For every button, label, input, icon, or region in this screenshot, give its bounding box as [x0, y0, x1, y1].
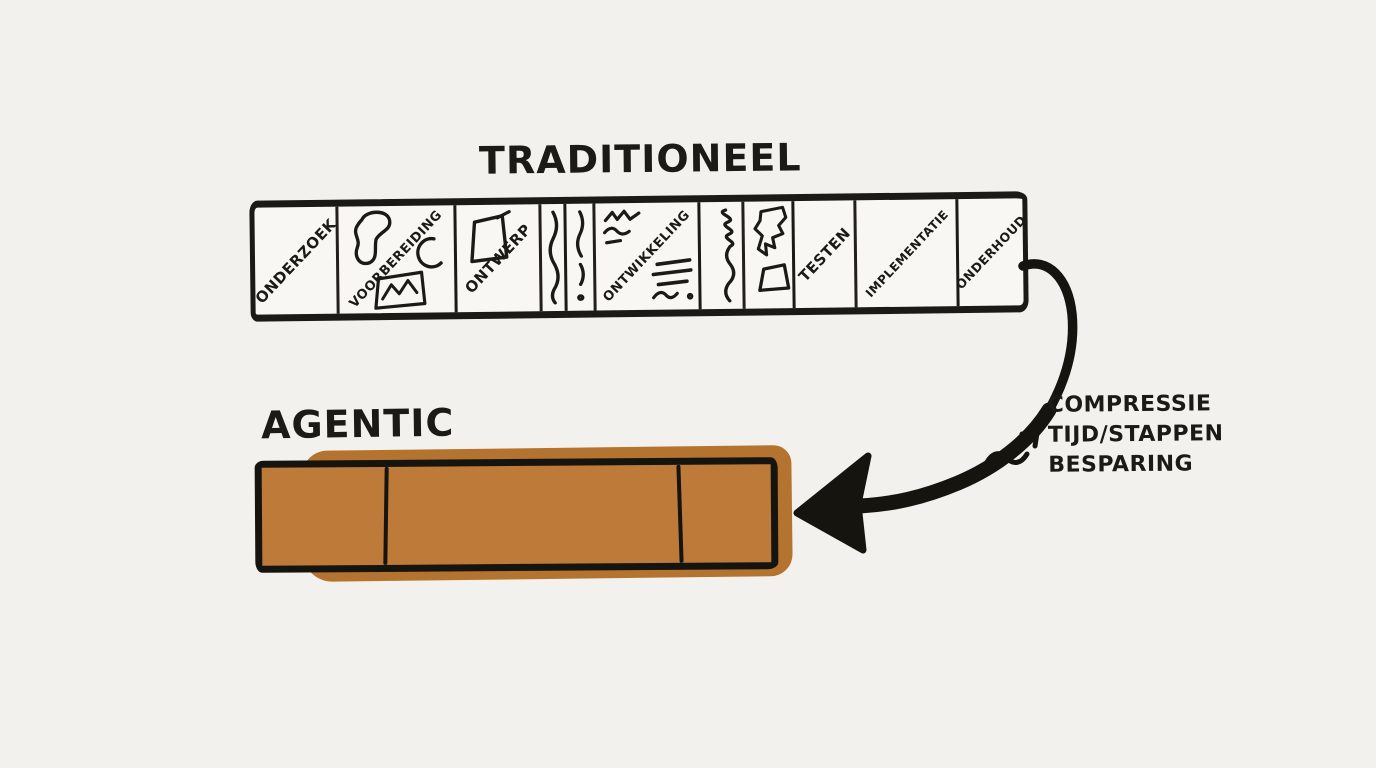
- segment-divider-broken-squiggle: [563, 203, 594, 311]
- segment-voorbereiding: VOORBEREIDING: [334, 205, 456, 314]
- traditional-title: TRADITIONEEL: [478, 135, 802, 183]
- agentic-process-bar: [254, 457, 779, 573]
- segment-onderhoud: ONDERHOUD: [953, 198, 1029, 307]
- segment-label: IMPLEMENTATIE: [862, 206, 951, 300]
- torn-shape-doodle: [753, 205, 790, 292]
- development-doodle: [603, 209, 694, 300]
- agentic-segment-divider: [676, 464, 684, 563]
- design-doodle: [470, 210, 512, 264]
- agentic-segment-divider: [383, 466, 389, 565]
- segment-ontwikkeling: ONTWIKKELING: [592, 202, 699, 311]
- compression-annotation: COMPRESSIE TIJD/STAPPEN BESPARING: [1048, 389, 1224, 481]
- segment-divider-squiggle: [538, 203, 565, 312]
- segment-divider-shapes: [740, 201, 793, 309]
- segment-label: TESTEN: [794, 223, 855, 285]
- annotation-line: BESPARING: [1048, 451, 1194, 478]
- segment-label: ONDERZOEK: [251, 214, 340, 307]
- segment-onderzoek: ONDERZOEK: [251, 207, 340, 315]
- segment-testen: TESTEN: [791, 200, 855, 309]
- annotation-line: TIJD/STAPPEN: [1047, 421, 1224, 448]
- broken-squiggle-doodle: [575, 210, 585, 301]
- squiggle-doodle: [548, 210, 560, 305]
- annotation-line: COMPRESSIE: [1047, 391, 1212, 418]
- preparation-doodle: [353, 210, 443, 310]
- traditional-process-bar: ONDERZOEK VOORBEREIDING ONTWERP: [249, 191, 1029, 322]
- zigzag-squiggle-doodle: [720, 208, 736, 303]
- segment-divider-zigzag: [697, 201, 743, 310]
- segment-ontwerp: ONTWERP: [453, 204, 540, 313]
- segment-label: ONDERHOUD: [952, 212, 1030, 293]
- arrowhead: [793, 452, 872, 554]
- agentic-title: AGENTIC: [260, 400, 455, 448]
- segment-implementatie: IMPLEMENTATIE: [853, 199, 958, 308]
